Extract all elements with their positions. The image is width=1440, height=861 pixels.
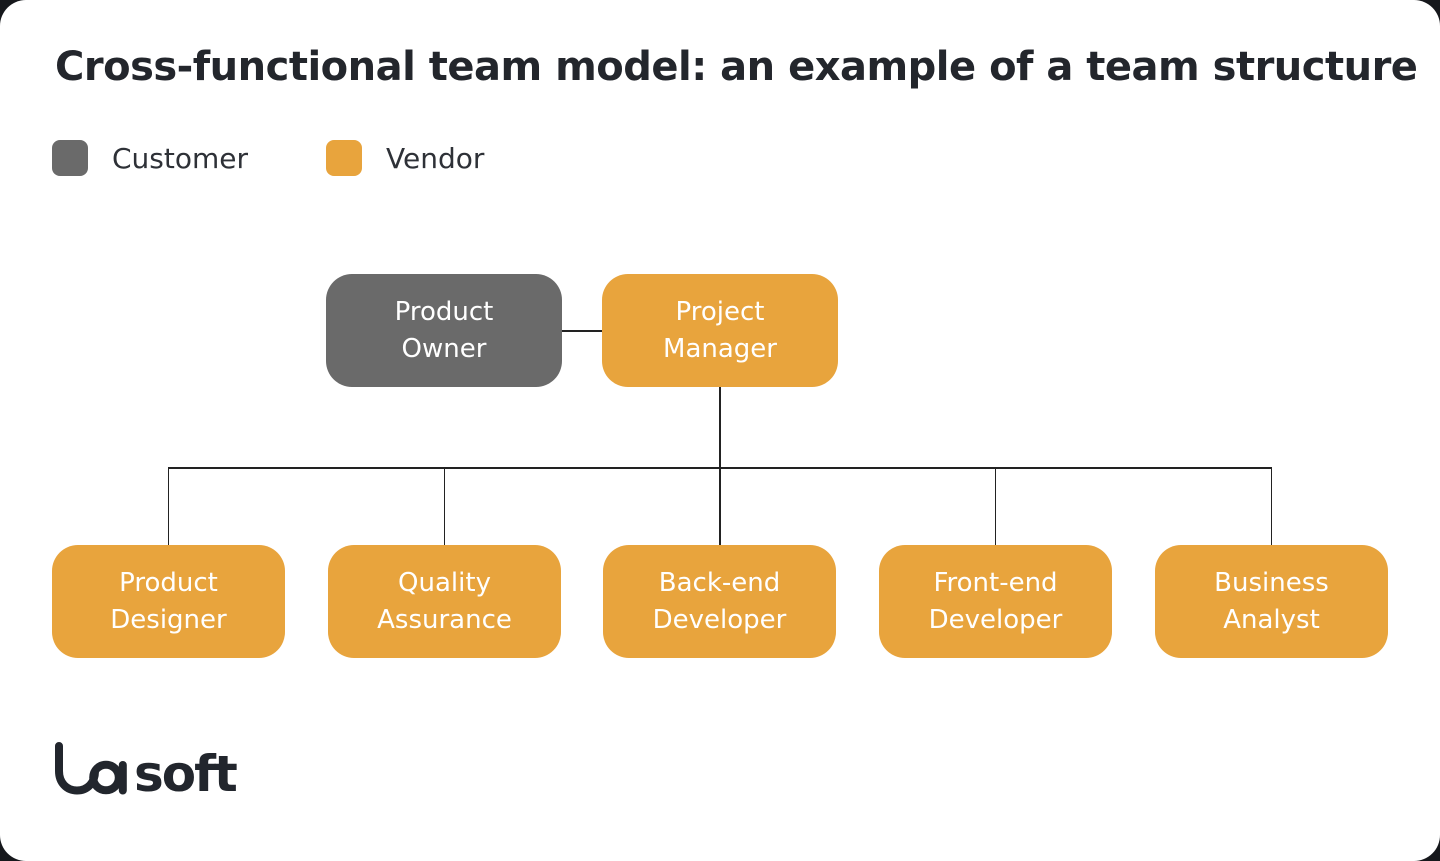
node-quality-assurance: Quality Assurance [328,545,561,658]
node-back-end-developer: Back-end Developer [603,545,836,658]
connector-owner-manager [562,330,602,332]
node-label: Quality Assurance [377,567,512,635]
node-product-designer: Product Designer [52,545,285,658]
lasoft-logo: soft [52,740,248,798]
node-label: Back-end Developer [652,567,787,635]
legend-label-vendor: Vendor [386,141,485,175]
node-front-end-developer: Front-end Developer [879,545,1112,658]
vendor-color-swatch [326,140,362,176]
node-label: Front-end Developer [928,567,1063,635]
node-label: Product Designer [110,567,227,635]
page-title: Cross-functional team model: an example … [55,44,1418,90]
lasoft-logo-text: soft [134,745,237,798]
node-product-owner: Product Owner [326,274,562,387]
lasoft-logo-mark: soft [55,742,239,798]
connector-drop-product-designer [167,467,169,545]
customer-color-swatch [52,140,88,176]
connector-drop-business-analyst [1270,467,1272,545]
legend-label-customer: Customer [112,141,249,175]
node-label: Business Analyst [1214,567,1329,635]
connector-manager-stem [719,387,721,545]
legend-item-vendor: Vendor [326,140,484,176]
node-project-manager: Project Manager [602,274,838,387]
node-business-analyst: Business Analyst [1155,545,1388,658]
legend-item-customer: Customer [52,140,248,176]
connector-drop-front-end-developer [994,467,996,545]
connector-main-rail [167,467,1272,469]
node-label: Project Manager [663,296,777,364]
connector-drop-quality-assurance [443,467,445,545]
node-label: Product Owner [394,296,494,364]
